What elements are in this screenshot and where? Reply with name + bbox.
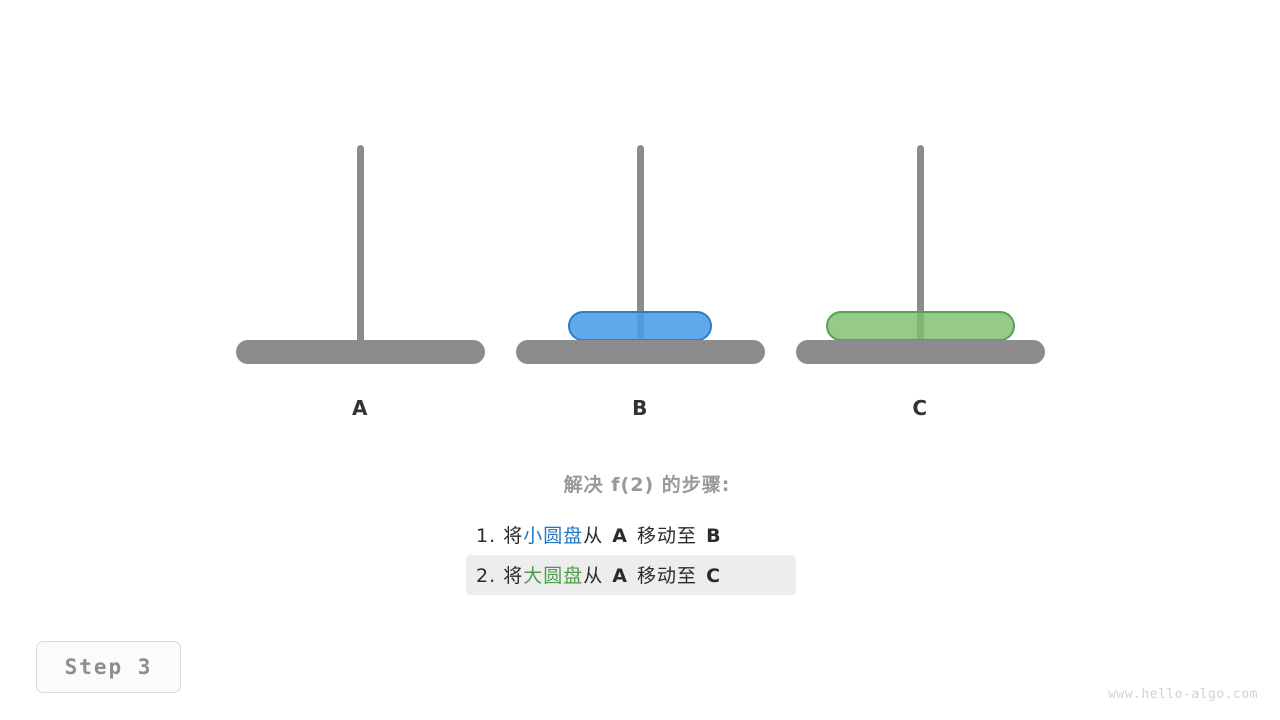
tower-pole-b: [636, 145, 644, 353]
tower-base-c: [795, 340, 1045, 364]
watermark: www.hello-algo.com: [1108, 687, 1258, 702]
step-move-word-1: 移动至: [637, 525, 698, 547]
step-disk-name-1: 小圆盘: [523, 525, 584, 547]
steps-list: 1. 将小圆盘从 A 移动至 B 2. 将大圆盘从 A 移动至 C: [466, 515, 796, 595]
step-to-peg-1: B: [706, 525, 722, 547]
step-badge-label: Step 3: [64, 655, 153, 679]
tower-base-b: [515, 340, 765, 364]
tower-pole-c: [916, 145, 924, 353]
steps-panel: 解决 f(2) 的步骤: 1. 将小圆盘从 A 移动至 B 2. 将大圆盘从 A…: [0, 470, 1280, 595]
tower-label-b: B: [632, 396, 648, 420]
step-from-peg-1: A: [612, 525, 628, 547]
step-verb-2: 将: [503, 565, 524, 587]
steps-title: 解决 f(2) 的步骤:: [563, 474, 731, 496]
step-index-1: 1.: [476, 525, 497, 547]
step-row-2: 2. 将大圆盘从 A 移动至 C: [466, 555, 796, 595]
tower-b: B: [510, 0, 770, 440]
tower-label-c: C: [912, 396, 928, 420]
disk-large-on-c: [825, 311, 1015, 341]
step-from-peg-2: A: [612, 565, 628, 587]
step-row-1: 1. 将小圆盘从 A 移动至 B: [466, 515, 796, 555]
step-index-2: 2.: [476, 565, 497, 587]
tower-base-a: [235, 340, 485, 364]
tower-a: A: [230, 0, 490, 440]
step-from-word-1: 从: [583, 525, 604, 547]
step-to-peg-2: C: [706, 565, 722, 587]
tower-label-a: A: [352, 396, 368, 420]
step-from-word-2: 从: [583, 565, 604, 587]
step-disk-name-2: 大圆盘: [523, 565, 584, 587]
tower-pole-a: [356, 145, 364, 353]
tower-c: C: [790, 0, 1050, 440]
towers-area: A B C: [230, 0, 1050, 440]
step-badge: Step 3: [36, 641, 181, 693]
disk-small-on-b: [568, 311, 712, 341]
step-verb-1: 将: [503, 525, 524, 547]
step-move-word-2: 移动至: [637, 565, 698, 587]
